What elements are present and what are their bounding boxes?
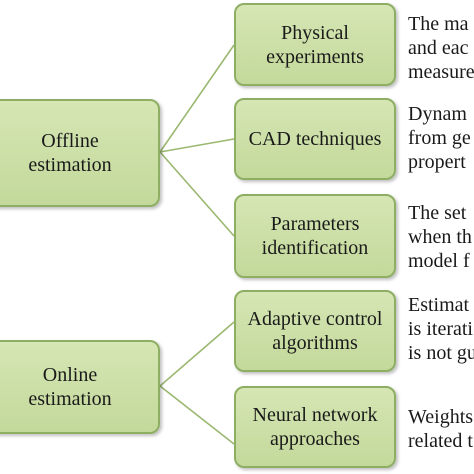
desc-line: is not gu [408, 342, 474, 364]
method-neural-line2: approaches [270, 428, 360, 450]
method-adaptive-control: Adaptive control algorithms [234, 290, 396, 372]
category-offline-line2: estimation [28, 154, 112, 176]
method-physical-line2: experiments [266, 45, 364, 68]
method-adaptive-line2: algorithms [272, 332, 358, 354]
desc-neural-network: Weights related t [408, 405, 473, 453]
connector-offline-cad [159, 138, 235, 153]
method-params-line1: Parameters [270, 213, 360, 235]
desc-line: when th [408, 226, 472, 248]
desc-line: Dynam [408, 103, 467, 125]
category-offline-line1: Offline [41, 130, 99, 152]
method-adaptive-line1: Adaptive control [247, 308, 383, 330]
method-neural-network: Neural network approaches [234, 386, 396, 468]
desc-line: Estimat [408, 294, 470, 316]
method-parameters-identification: Parameters identification [234, 194, 396, 278]
method-physical-experiments: Physical experiments [234, 3, 396, 86]
category-online-line2: estimation [28, 388, 112, 410]
desc-line: Weights [408, 406, 474, 428]
desc-line: and eac [408, 37, 469, 59]
category-online-line1: Online [42, 364, 98, 386]
method-params-line2: identification [261, 237, 369, 259]
desc-line: from ge [408, 127, 471, 149]
desc-physical-experiments: The ma and eac measure [408, 12, 474, 84]
desc-parameters-identification: The set when th model f [408, 201, 472, 273]
desc-line: model f [408, 250, 470, 272]
desc-line: measure [408, 61, 474, 83]
connector-online-neural [159, 385, 235, 445]
method-cad-techniques: CAD techniques [234, 98, 396, 180]
category-offline-estimation: Offline estimation [0, 99, 160, 207]
desc-cad-techniques: Dynam from ge propert [408, 102, 471, 174]
connector-offline-params [159, 151, 235, 237]
desc-line: related t [408, 430, 473, 452]
desc-adaptive-control: Estimat is iterati is not gu [408, 293, 474, 365]
desc-line: The set [408, 202, 467, 224]
desc-line: is iterati [408, 318, 473, 340]
desc-line: The ma [408, 13, 469, 35]
connector-online-adaptive [159, 321, 235, 387]
connector-offline-physical [159, 44, 235, 153]
method-physical-line1: Physical [281, 21, 349, 44]
method-cad-line1: CAD techniques [248, 128, 382, 150]
desc-line: propert [408, 151, 466, 173]
category-online-estimation: Online estimation [0, 340, 160, 434]
method-neural-line1: Neural network [252, 404, 378, 426]
